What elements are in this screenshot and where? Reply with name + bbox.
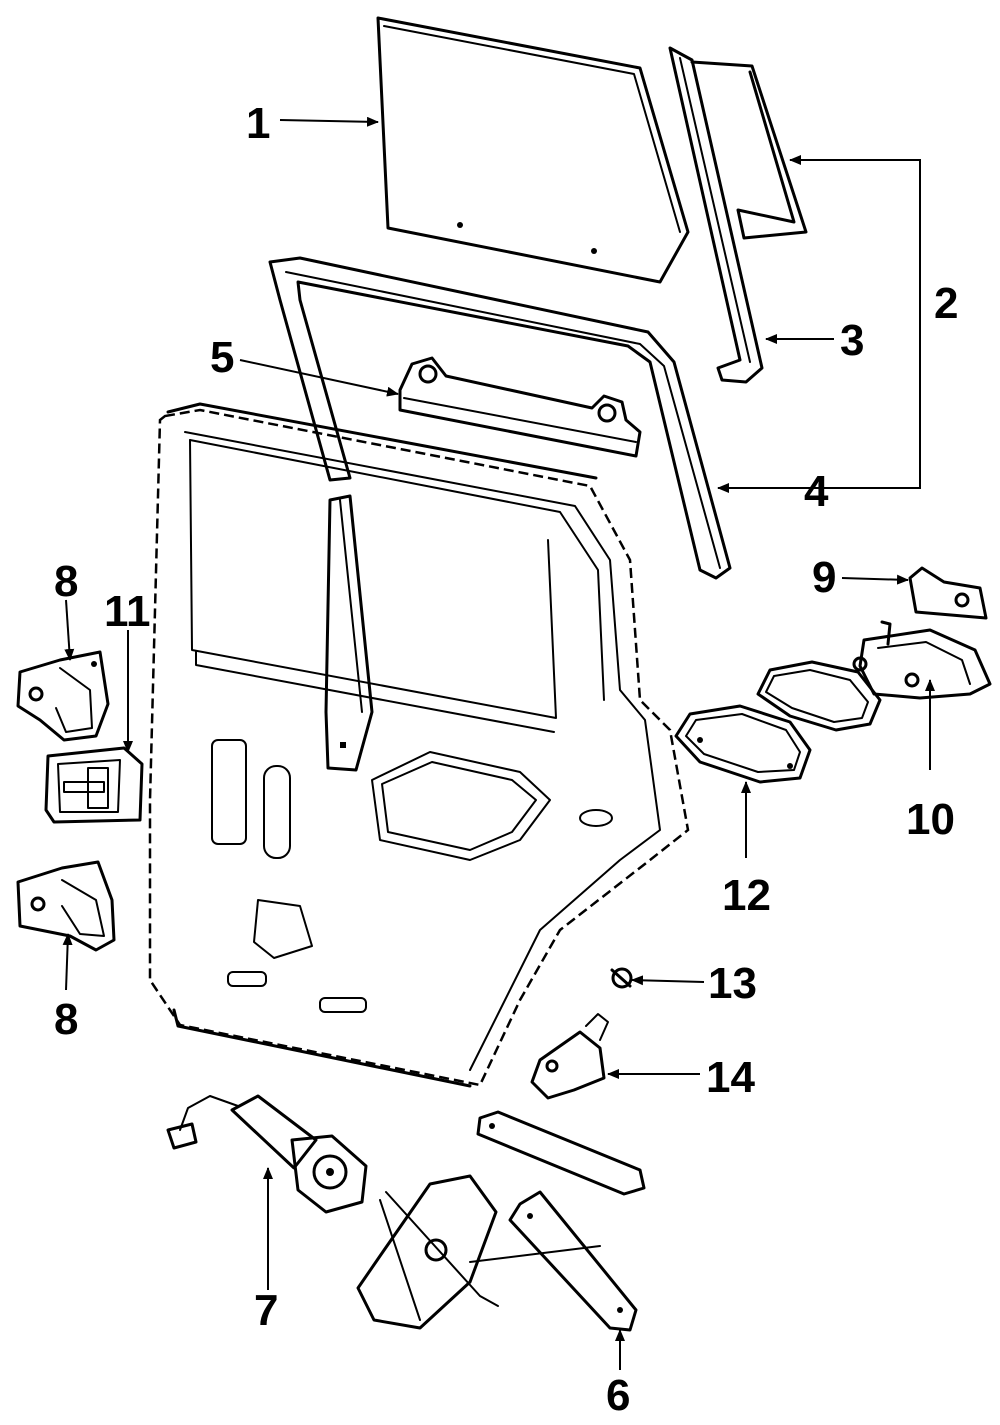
outer-handle-bracket-part: [908, 566, 988, 620]
leader-line-13: [631, 975, 705, 986]
callout-11: 11: [104, 587, 151, 636]
callout-10: 10: [906, 795, 955, 844]
callout-8-bottom: 8: [54, 995, 78, 1044]
leader-lines: [62, 116, 935, 1370]
callout-2: 2: [934, 279, 958, 328]
callout-12: 12: [722, 871, 771, 920]
door-clip-part: [610, 967, 633, 989]
callout-9: 9: [812, 553, 836, 602]
callout-5: 5: [210, 333, 234, 382]
door-frame-weatherstrip-part: [268, 256, 732, 580]
callout-13: 13: [708, 959, 757, 1008]
callout-4: 4: [804, 467, 829, 516]
upper-hinge-part: [16, 650, 110, 742]
leader-line-5: [239, 359, 399, 397]
door-shell-panel: [148, 402, 690, 1088]
leader-line-1: [279, 116, 379, 127]
outside-door-handle-part: [852, 620, 992, 700]
callout-8-top: 8: [54, 557, 78, 606]
leader-line-8-bottom: [62, 933, 73, 991]
window-motor-part: [166, 1094, 368, 1214]
callout-1: 1: [246, 99, 270, 148]
window-regulator-part: [356, 1110, 646, 1332]
leader-line-8-top: [64, 599, 75, 661]
door-lock-latch-part: [44, 746, 144, 824]
lower-hinge-part: [16, 860, 116, 952]
callout-14: 14: [706, 1053, 755, 1102]
leader-line-9: [841, 574, 909, 585]
leader-line-2: [822, 159, 921, 489]
callout-3: 3: [840, 316, 864, 365]
run-channel-part: [668, 46, 808, 384]
door-glass-part: [376, 16, 690, 284]
callout-labels: 1 2 3 4 5 6 7 8 8 9 10 11 12 13 14: [54, 99, 958, 1420]
glass-channel-bracket-part: [398, 356, 642, 458]
callout-7: 7: [254, 1286, 278, 1335]
handle-bezel-gasket-part: [674, 660, 882, 784]
callout-6: 6: [606, 1371, 630, 1420]
lock-actuator-part: [530, 1013, 609, 1100]
